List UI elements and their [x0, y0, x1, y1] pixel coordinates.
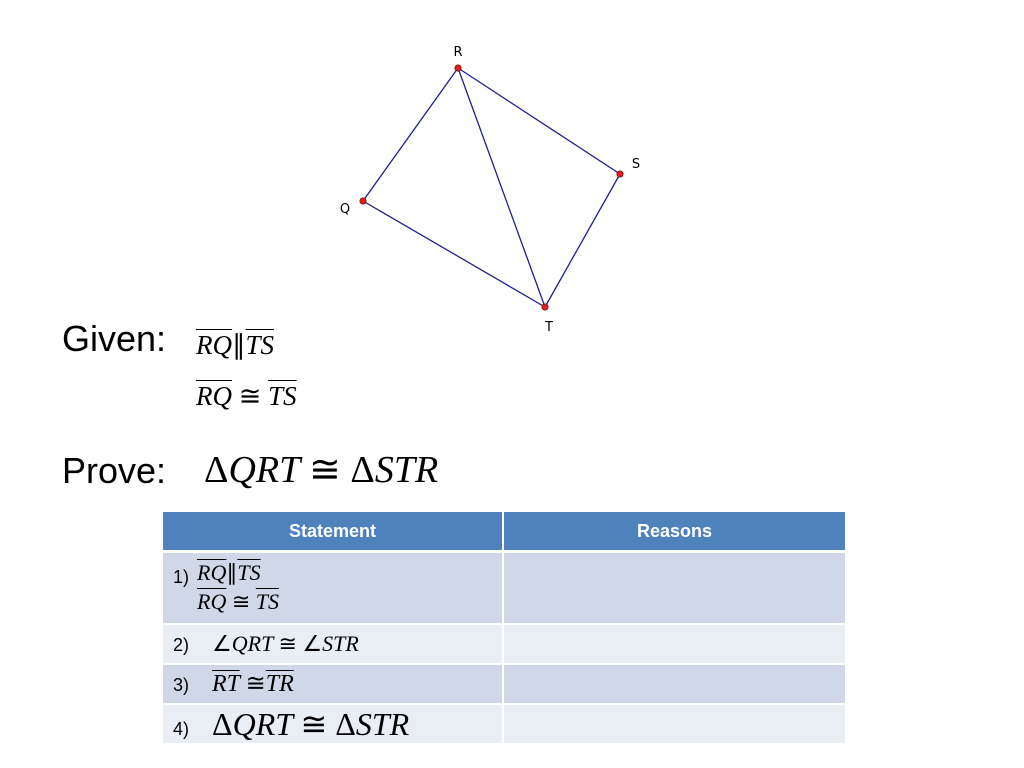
angle-qrt: QRT [231, 630, 273, 656]
reason-cell[interactable] [503, 551, 845, 625]
segment-qr [362, 67, 459, 202]
congruent-symbol: ≅ [309, 449, 341, 491]
parallel-symbol: ∥ [232, 330, 246, 360]
given-label: Given: [62, 318, 167, 359]
congruent-symbol: ≅ [231, 588, 251, 614]
quadrilateral-diagram: R S Q T [340, 45, 640, 335]
step-number: 3) [173, 675, 190, 695]
statement-congruent: RQ ≅ TS [197, 587, 279, 617]
header-reasons: Reasons [503, 512, 845, 553]
segment-st [544, 173, 621, 308]
reason-cell[interactable] [503, 663, 845, 705]
proof-table: Statement Reasons 1) RQ∥TS RQ ≅ TS 2) ∠Q… [163, 512, 845, 745]
prove-label: Prove: [62, 450, 167, 491]
triangle-symbol: Δ [335, 705, 356, 742]
segment-rt [457, 67, 546, 308]
step-number: 2) [173, 634, 190, 655]
triangle-str: STR [374, 449, 439, 491]
segment-ts: TS [237, 559, 261, 585]
point-label-s: S [632, 157, 640, 172]
point-label-r: R [453, 45, 462, 60]
segment-tr: TR [265, 671, 294, 697]
angle-symbol: ∠ [212, 630, 232, 656]
congruent-symbol: ≅ [300, 705, 328, 742]
triangle-symbol: Δ [350, 449, 375, 491]
table-header-row: Statement Reasons [163, 512, 845, 553]
triangle-symbol: Δ [204, 449, 229, 491]
segment-tq [362, 200, 546, 308]
segment-ts: TS [255, 588, 280, 614]
point-q [359, 197, 367, 205]
angle-symbol: ∠ [302, 630, 323, 656]
table-row: 4) ΔQRT ≅ ΔSTR [163, 703, 845, 745]
statement-cell: 2) ∠QRT ≅ ∠STR [163, 623, 504, 665]
segment-rt: RT [212, 671, 240, 697]
segment-rs [457, 67, 621, 175]
table-row: 1) RQ∥TS RQ ≅ TS [163, 551, 845, 625]
triangle-str: STR [355, 705, 410, 742]
point-s [616, 170, 624, 178]
prove-statement: ΔQRT ≅ ΔSTR [204, 447, 438, 492]
point-t [541, 303, 549, 311]
table-row: 2) ∠QRT ≅ ∠STR [163, 623, 845, 665]
statement-cell: 3) RT ≅TR [163, 663, 504, 705]
table-row: 3) RT ≅TR [163, 663, 845, 705]
triangle-symbol: Δ [212, 705, 233, 742]
header-statement: Statement [163, 512, 504, 553]
statement-segments: RT ≅TR [212, 671, 294, 697]
given-congruent-statement: RQ ≅ TS [196, 381, 297, 412]
point-r [454, 64, 462, 72]
segment-rq: RQ [197, 588, 227, 614]
statement-cell: 1) RQ∥TS RQ ≅ TS [163, 551, 504, 625]
triangle-qrt: QRT [232, 705, 293, 742]
point-label-q: Q [340, 202, 350, 217]
point-label-t: T [544, 320, 553, 335]
angle-str: STR [322, 630, 359, 656]
congruent-symbol: ≅ [278, 630, 297, 656]
congruent-symbol: ≅ [245, 671, 266, 697]
segment-ts: TS [268, 381, 297, 411]
statement-parallel: RQ∥TS [197, 559, 279, 587]
reason-cell[interactable] [503, 623, 845, 665]
statement-triangles: ΔQRT ≅ ΔSTR [212, 706, 409, 742]
segment-rq: RQ [197, 559, 227, 585]
congruent-symbol: ≅ [238, 381, 262, 411]
step-number: 1) [173, 566, 190, 587]
statement-cell: 4) ΔQRT ≅ ΔSTR [163, 703, 504, 745]
statement-angles: ∠QRT ≅ ∠STR [212, 631, 359, 656]
triangle-qrt: QRT [228, 449, 300, 491]
reason-cell[interactable] [503, 703, 845, 745]
segment-rq: RQ [196, 381, 232, 411]
given-parallel-statement: RQ∥TS [196, 330, 274, 361]
step-number: 4) [173, 718, 190, 739]
parallel-symbol: ∥ [226, 559, 238, 585]
segment-rq: RQ [196, 330, 232, 360]
segment-ts: TS [245, 330, 275, 360]
